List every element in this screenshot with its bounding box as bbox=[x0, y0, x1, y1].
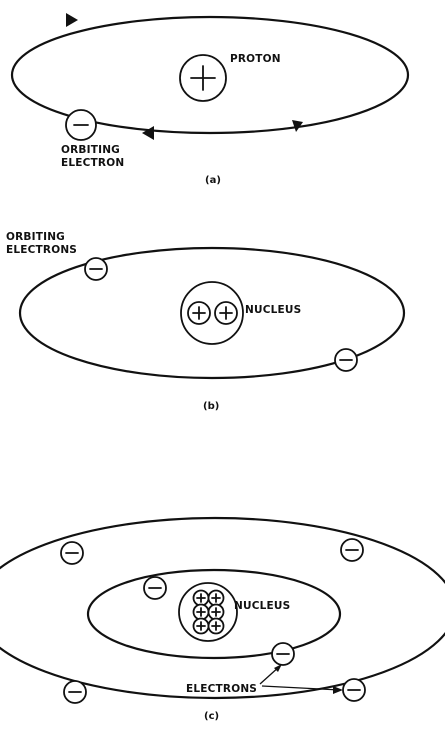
electrons-label-c: ELECTRONS bbox=[186, 683, 257, 695]
orbit-arrow-icon bbox=[66, 13, 78, 27]
electron bbox=[143, 576, 167, 600]
electron bbox=[271, 642, 295, 666]
electron-label-line2: ELECTRON bbox=[61, 157, 124, 169]
electron bbox=[60, 541, 84, 565]
electrons-label-line1: ORBITING bbox=[6, 231, 65, 243]
orbit-b bbox=[18, 246, 406, 380]
nucleus-c bbox=[178, 582, 238, 642]
caption-b: (b) bbox=[203, 401, 219, 412]
electrons-label-line2: ELECTRONS bbox=[6, 244, 77, 256]
electron-label-line1: ORBITING bbox=[61, 144, 120, 156]
proton-label: PROTON bbox=[230, 53, 281, 65]
inner-orbit-c bbox=[86, 568, 342, 660]
nucleus-label-c: NUCLEUS bbox=[234, 600, 290, 612]
electron bbox=[63, 680, 87, 704]
diagram-b-helium-atom: NUCLEUS ORBITING ELECTRONS (b) bbox=[6, 231, 406, 412]
electron bbox=[84, 257, 108, 281]
diagram-c-multi-shell-atom: NUCLEUS ELECTRONS bbox=[0, 516, 445, 722]
caption-c: (c) bbox=[204, 711, 219, 722]
electron bbox=[65, 109, 97, 141]
orbit-arrow-icon bbox=[292, 120, 303, 132]
proton bbox=[179, 54, 227, 102]
nucleus-b bbox=[180, 281, 244, 345]
diagram-a-hydrogen-atom: PROTON ORBITING ELECTRON (a) bbox=[10, 13, 410, 186]
orbit-arrow-icon bbox=[142, 126, 154, 140]
electron bbox=[340, 538, 364, 562]
nucleus-label-b: NUCLEUS bbox=[245, 304, 301, 316]
electron bbox=[334, 348, 358, 372]
orbit-a bbox=[10, 15, 410, 135]
electron-leader-lines bbox=[259, 664, 343, 694]
electron bbox=[342, 678, 366, 702]
outer-orbit-c bbox=[0, 516, 445, 700]
caption-a: (a) bbox=[205, 175, 221, 186]
